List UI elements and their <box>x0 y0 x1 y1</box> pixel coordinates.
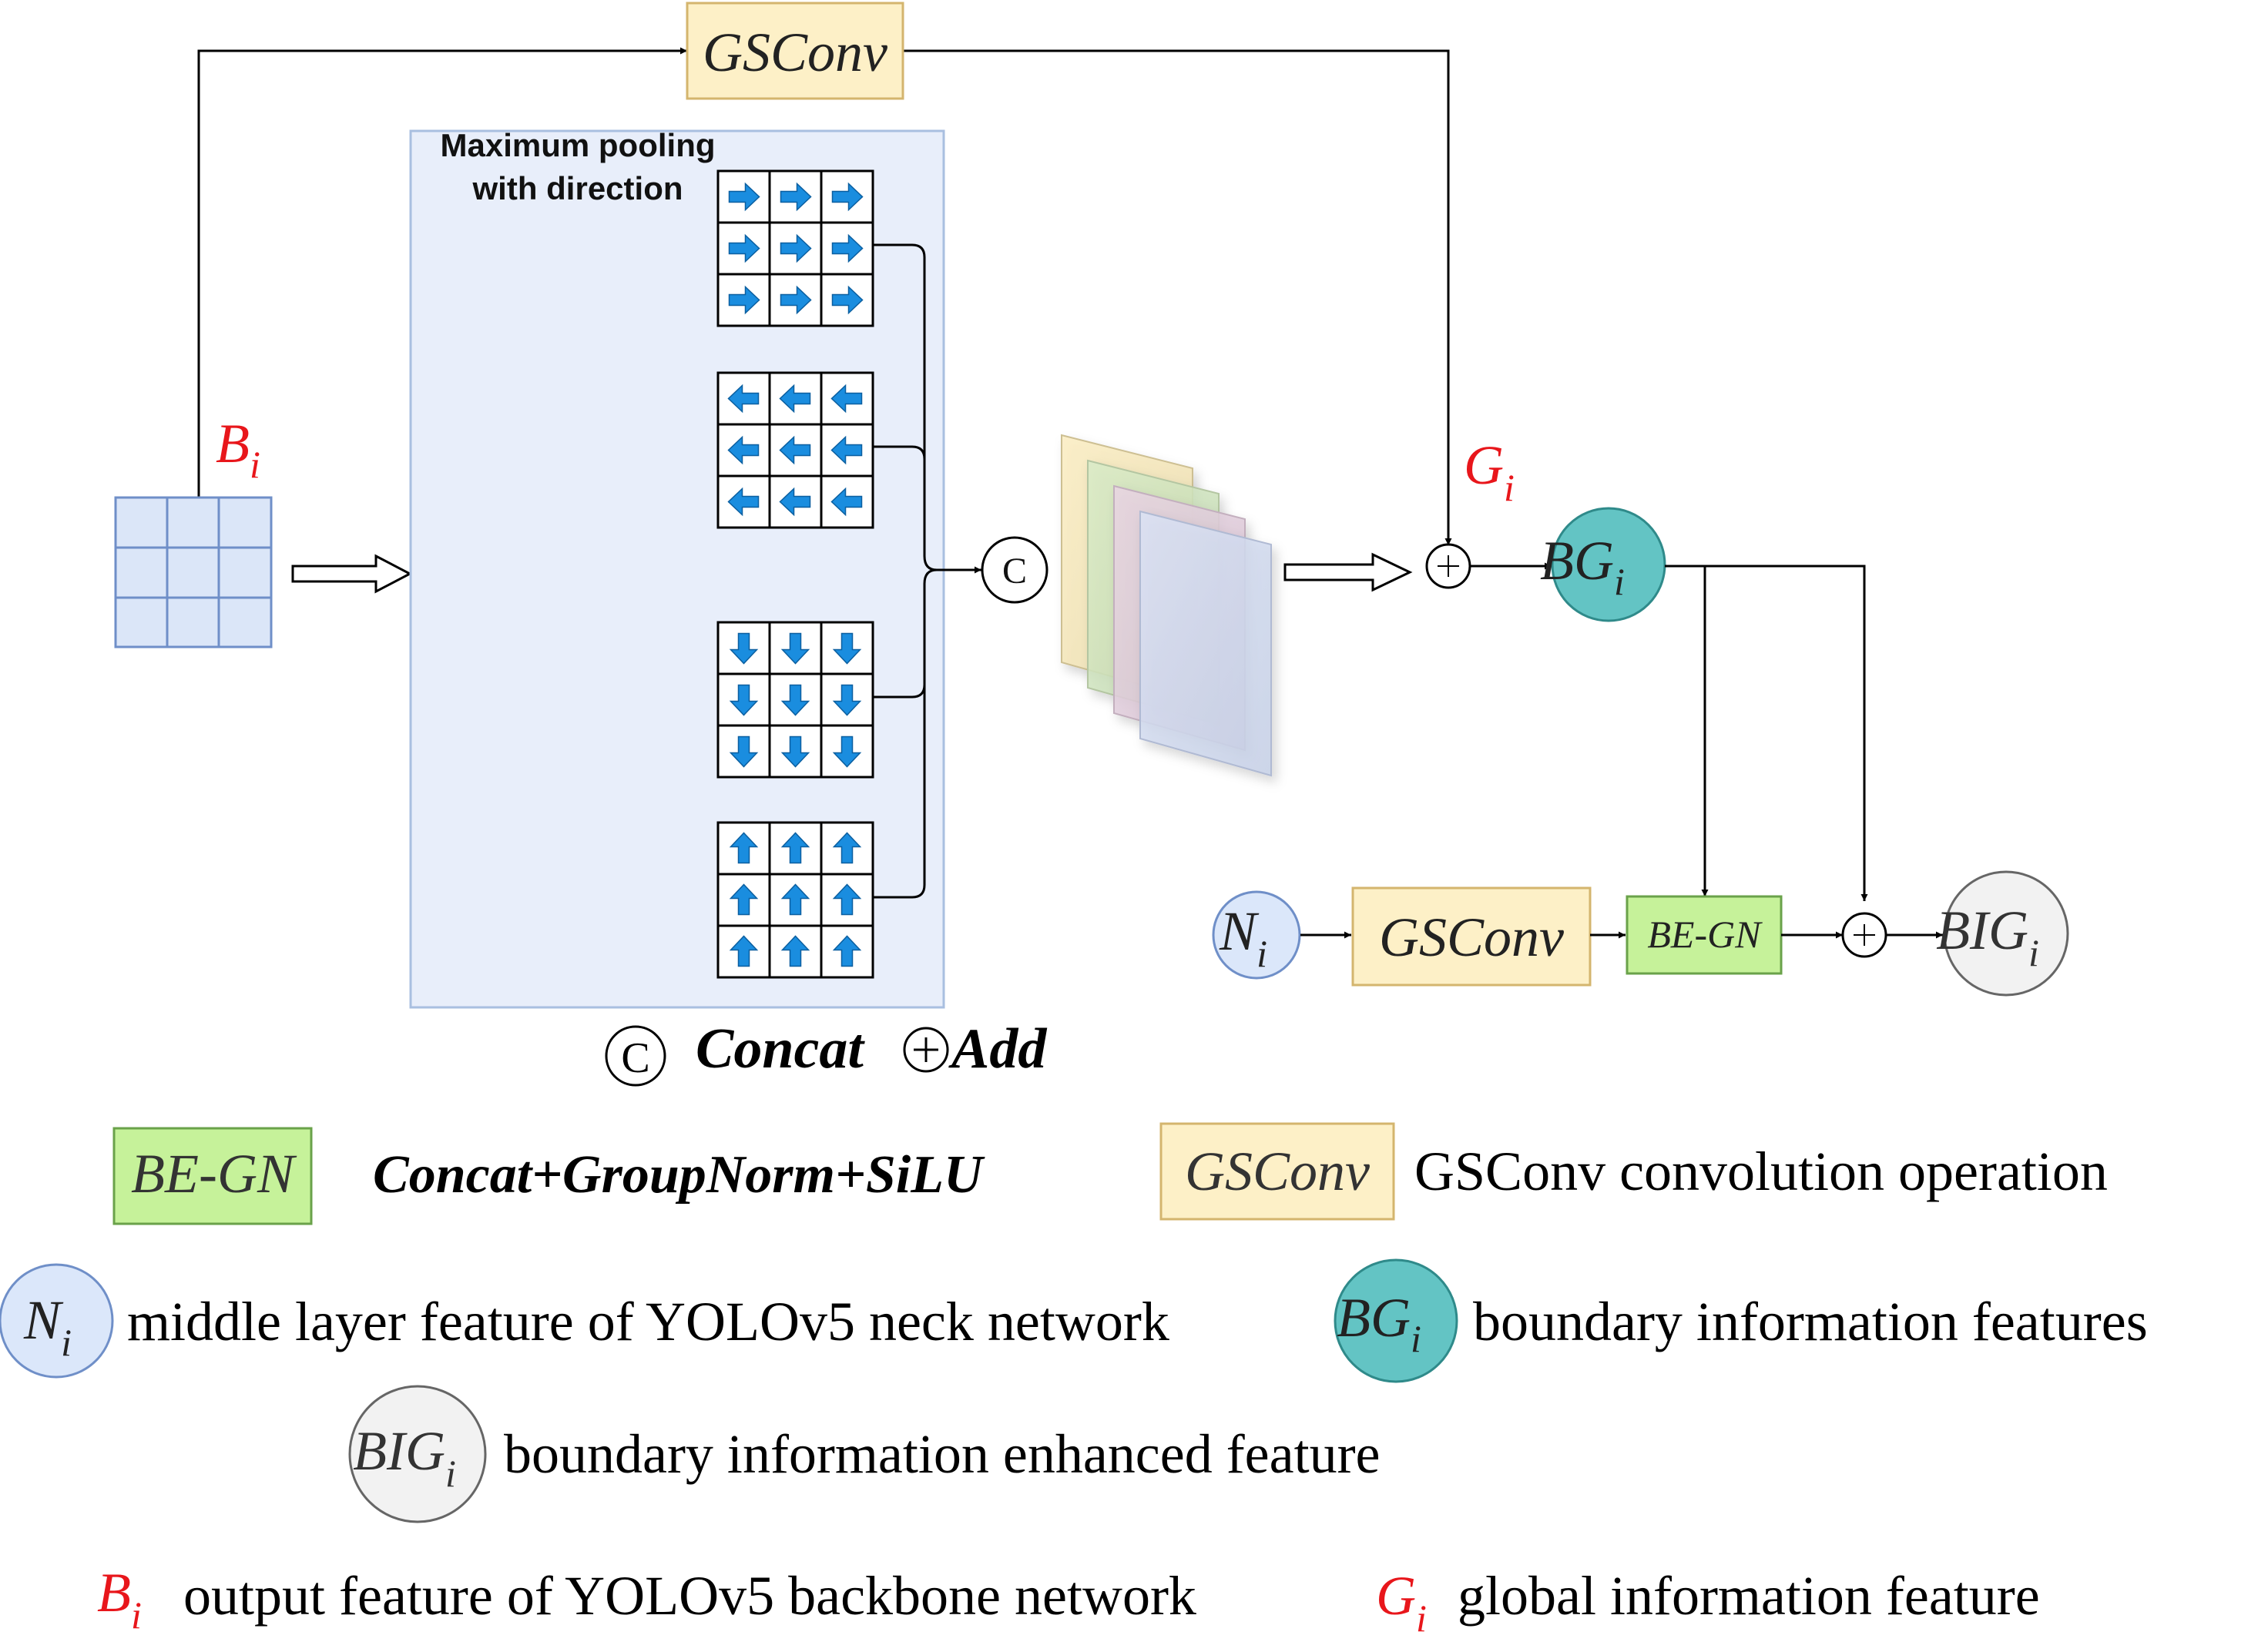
pooling-grid-right <box>716 169 874 327</box>
concat-node-symbol: C <box>1002 551 1027 591</box>
arrow-up-icon <box>832 832 862 864</box>
legend-n-desc: middle layer feature of YOLOv5 neck netw… <box>127 1291 1169 1352</box>
arrow-right-icon <box>831 182 864 212</box>
arrow-up-icon <box>729 883 759 916</box>
arrow-left-icon <box>830 435 863 465</box>
legend-g-desc: global information feature <box>1458 1565 2040 1627</box>
arrow-left-icon <box>779 384 811 414</box>
svg-text:BIGi: BIGi <box>353 1420 456 1495</box>
g-label: Gi <box>1464 434 1515 509</box>
svg-text:C: C <box>621 1034 649 1082</box>
arrow-up-icon <box>729 935 759 967</box>
big-node: BIGi <box>1936 870 2069 997</box>
arrow-up-icon <box>780 935 810 967</box>
arrow-up-icon <box>832 883 862 916</box>
arrow-down-icon <box>832 736 862 768</box>
arrow-down-icon <box>729 632 759 665</box>
svg-text:Ni: Ni <box>1219 900 1267 975</box>
arrow-down-icon <box>832 684 862 716</box>
arrow-up-icon <box>780 883 810 916</box>
legend-gsconv-box-label: GSConv <box>1185 1141 1370 1202</box>
svg-text:BGi: BGi <box>1540 530 1625 603</box>
legend-b-desc: output feature of YOLOv5 backbone networ… <box>183 1565 1196 1627</box>
hollow-arrow-2 <box>1283 552 1413 592</box>
arrow-right-icon <box>728 233 760 263</box>
gsconv-top-block: GSConv <box>686 2 904 100</box>
arrow-right-icon <box>780 285 812 315</box>
legend-concat-icon: C <box>605 1025 666 1087</box>
b-label: Bi <box>216 413 260 486</box>
arrow-down-icon <box>780 736 810 768</box>
add-node-1 <box>1425 543 1471 589</box>
arrow-right-icon <box>831 285 864 315</box>
arrow-up-icon <box>832 935 862 967</box>
arrow-right-icon <box>780 233 812 263</box>
arrow-down-icon <box>729 736 759 768</box>
arrow-left-icon <box>727 384 760 414</box>
arrow-left-icon <box>779 487 811 517</box>
stacked-feature-maps <box>1061 434 1272 777</box>
arrow-down-icon <box>780 632 810 665</box>
begn-block: BE-GN <box>1626 895 1783 975</box>
panel-title-line1: Maximum pooling <box>441 127 716 163</box>
arrow-left-icon <box>727 487 760 517</box>
arrow-left-icon <box>779 435 811 465</box>
bg-branch-lines <box>1665 565 1868 901</box>
arrow-up-icon <box>780 832 810 864</box>
legend-big-desc: boundary information enhanced feature <box>504 1423 1381 1485</box>
svg-text:Gi: Gi <box>1376 1565 1427 1640</box>
input-feature-grid <box>114 496 273 648</box>
add-node-2 <box>1841 912 1887 958</box>
pooling-grid-left <box>716 371 874 529</box>
gsconv-mid-block: GSConv <box>1351 886 1592 987</box>
arrow-down-icon <box>780 684 810 716</box>
legend-bg-desc: boundary information features <box>1473 1291 2148 1352</box>
n-node: Ni <box>1212 890 1301 980</box>
concat-bracket-lines <box>874 243 981 899</box>
arrow-right-icon <box>780 182 812 212</box>
legend-add-label: Add <box>948 1017 1047 1081</box>
svg-text:Ni: Ni <box>23 1289 72 1364</box>
pooling-grid-up <box>716 821 874 979</box>
legend-add-icon <box>903 1027 949 1073</box>
legend-begn-box-label: BE-GN <box>131 1143 297 1205</box>
gsconv-mid-label: GSConv <box>1379 906 1564 968</box>
arrow-down-icon <box>729 684 759 716</box>
svg-text:BIGi: BIGi <box>1936 900 2039 974</box>
pooling-grids <box>716 169 874 979</box>
arrow-left-icon <box>830 384 863 414</box>
legend-begn-desc: Concat+GroupNorm+SiLU <box>373 1145 985 1205</box>
arrow-left-icon <box>830 487 863 517</box>
svg-text:BGi: BGi <box>1337 1287 1421 1360</box>
hollow-arrow-1 <box>291 554 413 594</box>
arrow-left-icon <box>727 435 760 465</box>
panel-title-line2: with direction <box>472 170 683 206</box>
arrow-right-icon <box>831 233 864 263</box>
legend: C Concat Add BE-GN Concat+GroupNorm+SiLU… <box>0 1017 2148 1640</box>
top-connector-lines <box>197 47 1452 545</box>
arrow-down-icon <box>832 632 862 665</box>
arrow-right-icon <box>728 285 760 315</box>
legend-gsconv-desc: GSConv convolution operation <box>1414 1141 2108 1202</box>
bg-node: BGi <box>1540 507 1666 622</box>
arrow-right-icon <box>728 182 760 212</box>
begn-label: BE-GN <box>1647 913 1763 956</box>
pooling-grid-down <box>716 621 874 779</box>
arrow-up-icon <box>729 832 759 864</box>
gsconv-top-label: GSConv <box>703 22 887 83</box>
svg-text:Bi: Bi <box>97 1562 142 1637</box>
concat-node: C <box>981 536 1048 604</box>
legend-concat-label: Concat <box>696 1017 865 1081</box>
